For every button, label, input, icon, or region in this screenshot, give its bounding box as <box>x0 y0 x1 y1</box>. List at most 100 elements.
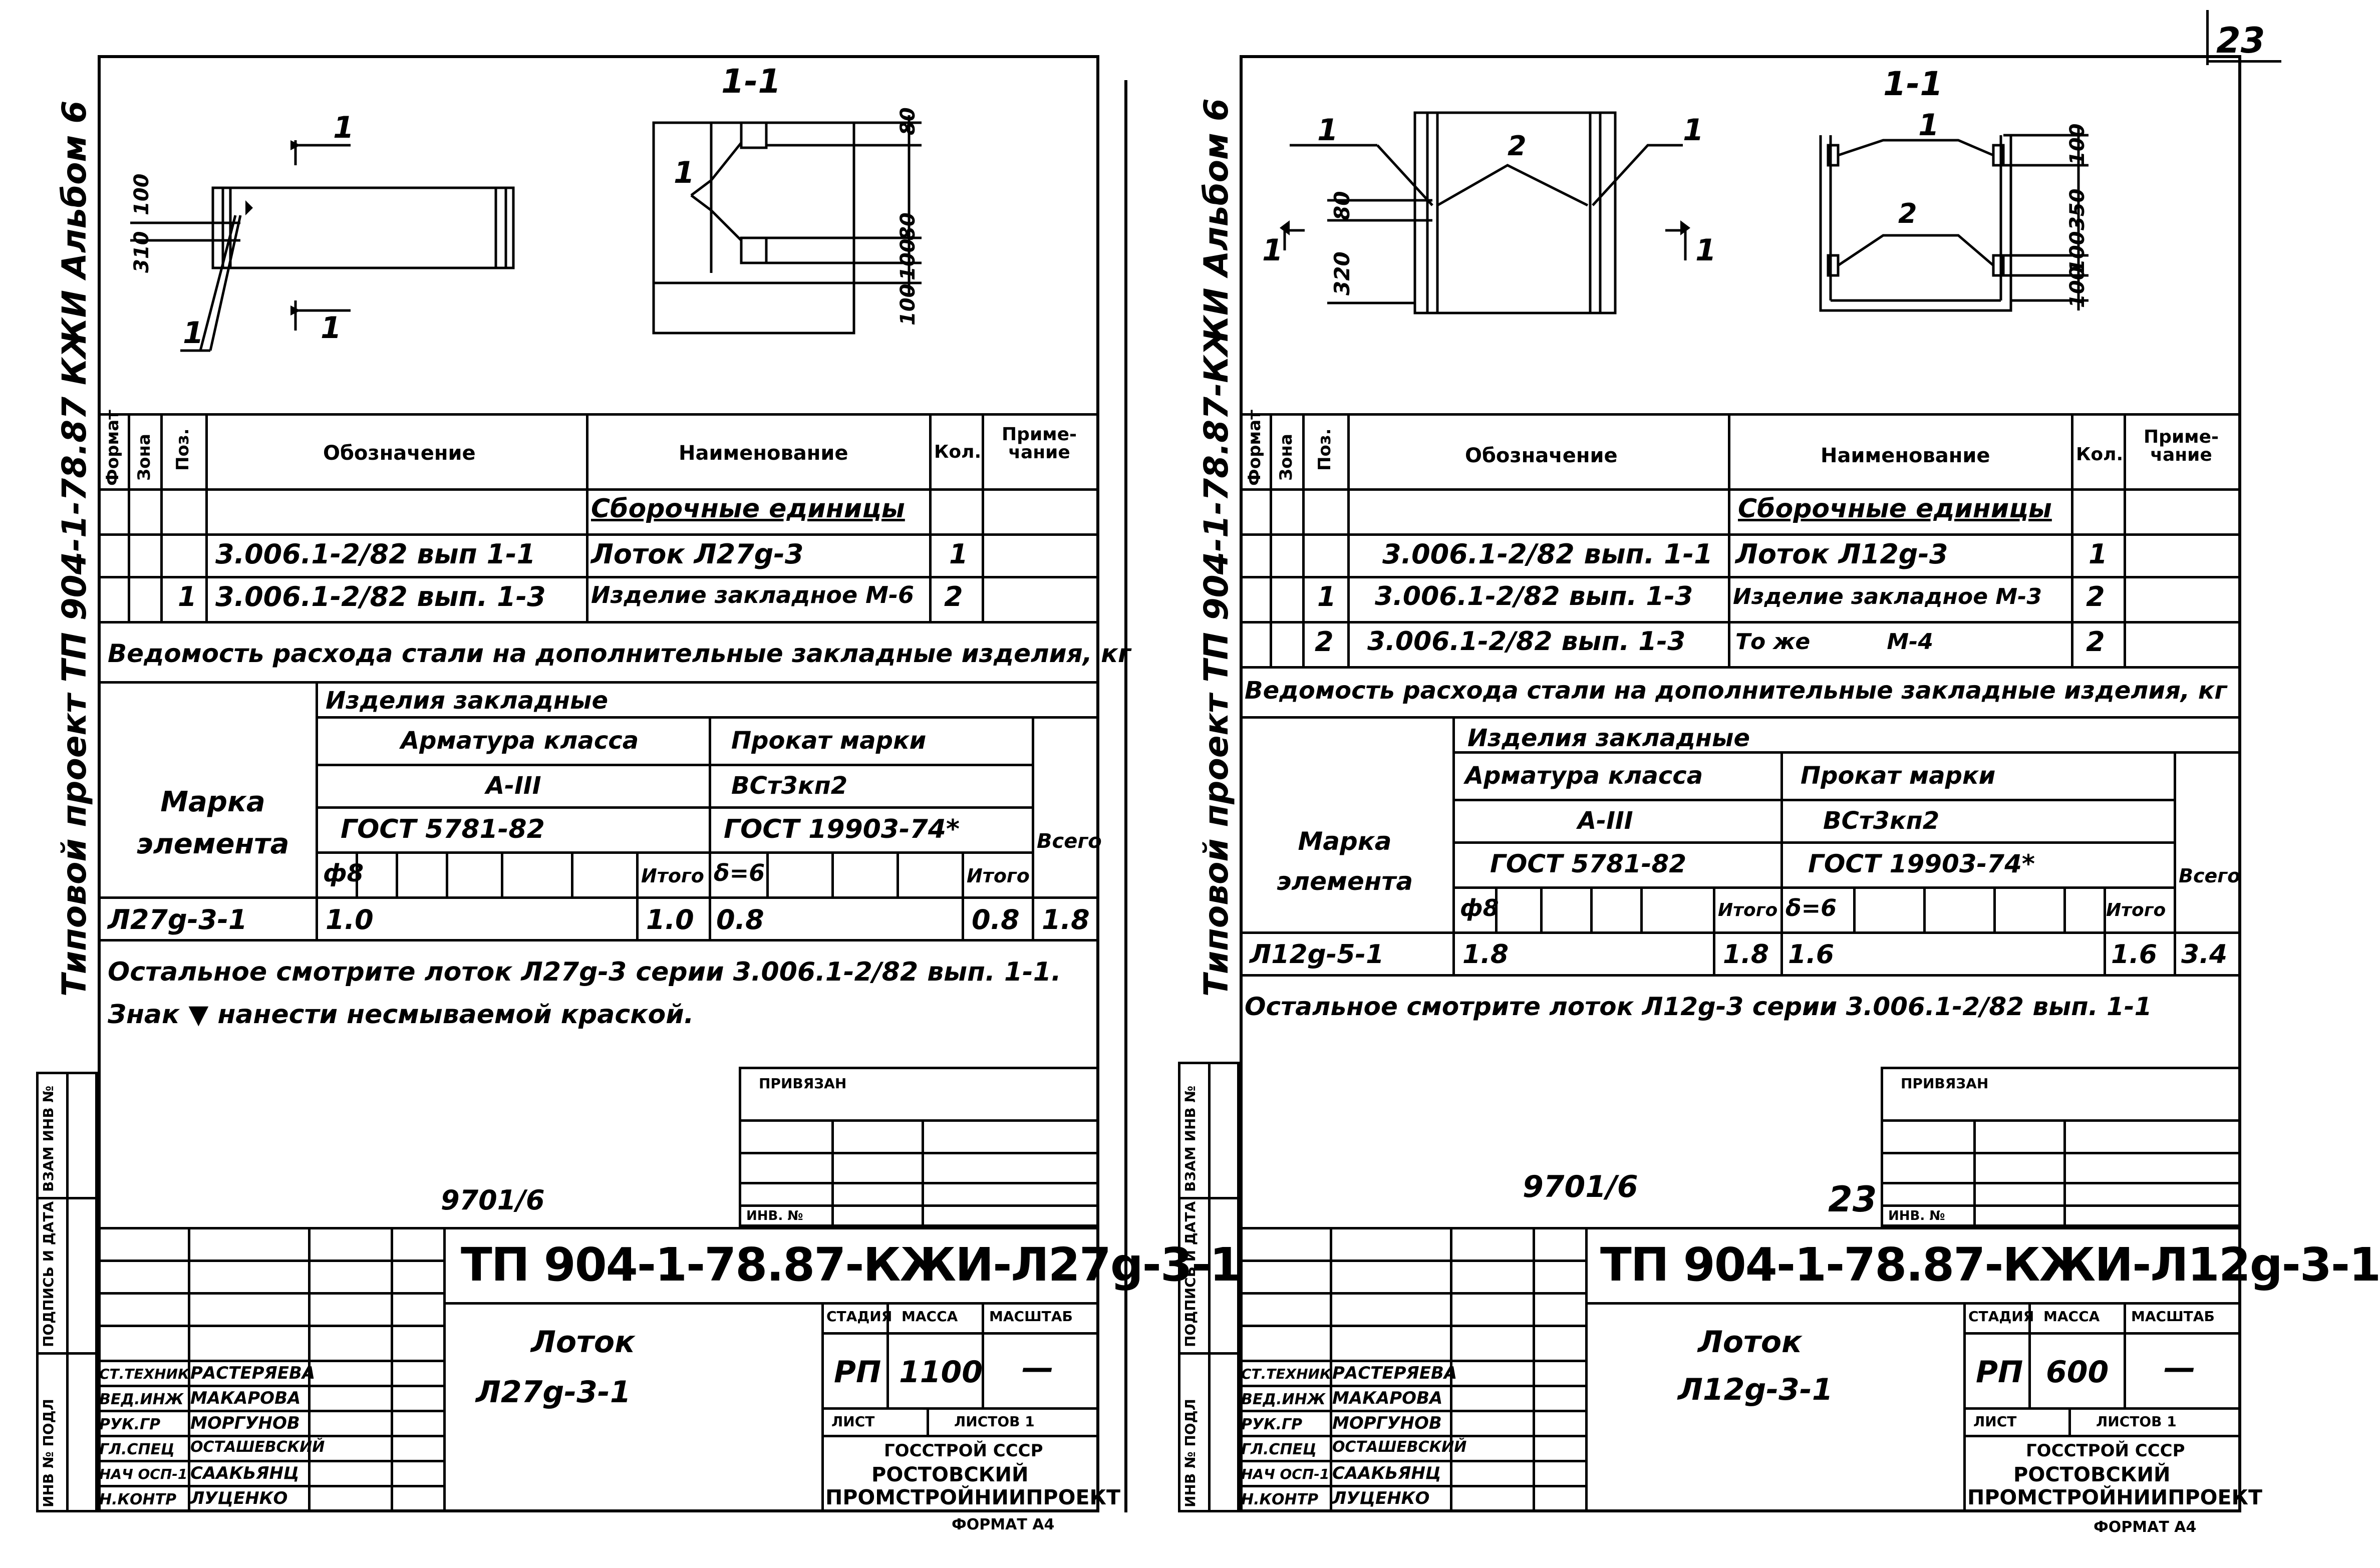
rolled-header-right: Прокат марки <box>1801 762 1996 790</box>
right-drawing <box>1280 111 2089 315</box>
steel-title-right: Ведомость расхода стали на дополнительны… <box>1245 677 2227 705</box>
org-line-2-right: РОСТОВСКИЙ <box>2013 1463 2171 1486</box>
pos-label-2a: 2 <box>1508 130 1527 162</box>
r-row1-name: Лоток Л12g-3 <box>1735 538 1948 570</box>
col-name-right: Наименование <box>1821 444 1990 467</box>
item-mark: Л27g-3-1 <box>476 1375 631 1410</box>
code-stamp: 9701/6 <box>441 1184 545 1216</box>
itogo-rolled: Итого <box>967 865 1030 887</box>
org-line-2: РОСТОВСКИЙ <box>871 1463 1029 1486</box>
org-line-3-right: ПРОМСТРОЙНИИПРОЕКТ <box>1967 1485 2262 1509</box>
section-label: 1-1 <box>721 62 781 101</box>
stage-value-right: РП <box>1976 1355 2023 1390</box>
format-label: ФОРМАТ А4 <box>952 1516 1055 1533</box>
page-number: 23 <box>2216 20 2265 61</box>
scale-value: — <box>1022 1350 1054 1387</box>
org-line-1: ГОССТРОЙ СССР <box>884 1441 1043 1461</box>
dim-80-right: 80 <box>1330 191 1354 220</box>
signer-role-3: РУК.ГР <box>99 1416 161 1433</box>
mass-header-right: МАССА <box>2043 1308 2100 1325</box>
stage-value: РП <box>834 1355 881 1390</box>
r-row2-pos: 1 <box>1317 581 1336 612</box>
item-name: Лоток <box>531 1325 635 1360</box>
mass-value: 1100 <box>899 1355 983 1390</box>
rebar-class-right: Арматура класса <box>1465 762 1703 790</box>
org-line-3: ПРОМСТРОЙНИИПРОЕКТ <box>825 1485 1120 1509</box>
cut-mark-bottom: 1 <box>321 310 342 346</box>
r-signer-role-5: НАЧ ОСП-1 <box>1241 1466 1330 1482</box>
r-signer-name-3: МОРГУНОВ <box>1332 1413 1442 1433</box>
pos-label-1c: 1 <box>1918 108 1939 143</box>
r-signer-name-1: РАСТЕРЯЕВА <box>1332 1363 1457 1383</box>
left-drawing <box>130 115 922 352</box>
col-format-right: Формат <box>1245 410 1265 486</box>
r-signer-name-5: СААКЬЯНЦ <box>1332 1463 1441 1483</box>
signer-name-3: МОРГУНОВ <box>190 1413 300 1433</box>
r-steel-rebar-total: 1.8 <box>1723 939 1769 970</box>
r-steel-total-value: 3.4 <box>2181 939 2228 970</box>
title-code-right: ТП 904-1-78.87-КЖИ-Л12g-3-1 <box>1600 1238 2380 1292</box>
r-signer-role-2: ВЕД.ИНЖ <box>1241 1391 1326 1408</box>
delta-col: δ=6 <box>714 859 765 886</box>
dim-350: 350 <box>2066 188 2089 231</box>
org-line-1-right: ГОССТРОЙ СССР <box>2026 1441 2185 1461</box>
signer-role-2: ВЕД.ИНЖ <box>99 1391 184 1408</box>
inv-label-right: ИНВ. № <box>1888 1208 1945 1223</box>
r-row2-name: Изделие закладное М-3 <box>1733 584 2042 609</box>
signer-role-6: Н.КОНТР <box>99 1491 177 1508</box>
signer-role-1: СТ.ТЕХНИК <box>99 1366 189 1382</box>
d8-col-right: ф8 <box>1460 894 1499 921</box>
r-signer-name-2: МАКАРОВА <box>1332 1388 1443 1408</box>
lists-label-right: ЛИСТОВ 1 <box>2096 1413 2177 1430</box>
list-label-right: ЛИСТ <box>1973 1413 2017 1430</box>
lists-label: ЛИСТОВ 1 <box>954 1413 1035 1430</box>
col-designation: Обозначение <box>323 442 476 465</box>
col-note: Приме-чание <box>1002 424 1077 463</box>
delta-col-right: δ=6 <box>1786 894 1837 921</box>
rebar-grade-right: А-III <box>1578 807 1633 835</box>
scale-value-right: — <box>2164 1350 2196 1387</box>
row2-pos: 1 <box>178 581 197 612</box>
pos-label-2b: 2 <box>1898 198 1917 229</box>
signer-name-6: ЛУЦЕНКО <box>190 1488 288 1508</box>
dim-100-r3: 100 <box>2066 266 2089 308</box>
r-row3-designation: 3.006.1-2/82 вып. 1-3 <box>1367 626 1686 657</box>
scale-header-right: МАСШТАБ <box>2131 1308 2215 1325</box>
dim-320: 320 <box>1330 251 1354 295</box>
row2-qty: 2 <box>944 581 963 612</box>
r-row3-name: То же М-4 <box>1735 629 1934 655</box>
r-row3-qty: 2 <box>2086 626 2105 658</box>
total-header-right: Всего <box>2179 865 2241 887</box>
steel-row-mark: Л27g-3-1 <box>108 904 247 935</box>
col-zone-right: Зона <box>1276 434 1296 481</box>
mass-value-right: 600 <box>2046 1355 2109 1390</box>
row2-designation: 3.006.1-2/82 вып. 1-3 <box>215 581 546 612</box>
col-note-right: Приме-чание <box>2144 427 2219 465</box>
scale-header: МАСШТАБ <box>989 1308 1073 1325</box>
binding-label: ПРИВЯЗАН <box>759 1075 847 1092</box>
r-row1-qty: 1 <box>2089 538 2108 570</box>
d8-col: ф8 <box>323 859 364 887</box>
signer-role-5: НАЧ ОСП-1 <box>99 1466 188 1482</box>
steel-rolled-total: 0.8 <box>972 904 1020 935</box>
cut-mark-right: 1 <box>1695 233 1716 268</box>
stage-header-right: СТАДИЯ <box>1968 1308 2034 1325</box>
r-row1-designation: 3.006.1-2/82 вып. 1-1 <box>1382 538 1713 570</box>
embedded-header: Изделия закладные <box>326 687 608 715</box>
row1-name: Лоток Л27g-3 <box>591 538 804 570</box>
col-name: Наименование <box>679 442 848 465</box>
steel-title: Ведомость расхода стали на дополнительны… <box>108 639 1131 668</box>
rebar-grade: А-III <box>486 772 541 800</box>
item-mark-right: Л12g-3-1 <box>1678 1372 1833 1407</box>
steel-rebar-value: 1.0 <box>326 904 374 935</box>
mark-label-right: Марка элемента <box>1276 827 1413 896</box>
steel-rebar-total: 1.0 <box>646 904 694 935</box>
rebar-class: Арматура класса <box>401 727 639 755</box>
rebar-gost: ГОСТ 5781-82 <box>341 814 545 844</box>
steel-total-value: 1.8 <box>1042 904 1090 935</box>
r-steel-rolled-value: 1.6 <box>1788 939 1835 970</box>
title-code: ТП 904-1-78.87-КЖИ-Л27g-3-1 <box>461 1238 1242 1292</box>
col-qty: Кол. <box>934 442 982 462</box>
note-1: Остальное смотрите лоток Л27g-3 серии 3.… <box>108 957 1061 987</box>
cut-mark-top: 1 <box>333 110 354 145</box>
